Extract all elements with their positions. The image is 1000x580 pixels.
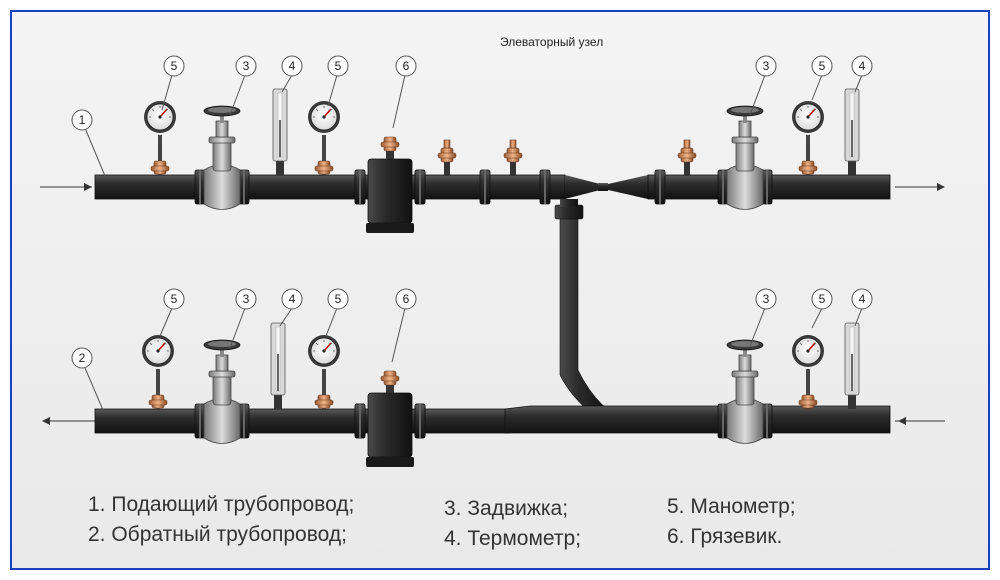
legend-item-thermometer: 4. Термометр; — [444, 527, 582, 550]
callout-manometer-t1: 5 — [163, 55, 185, 77]
legend-item-return-pipe: 2. Обратный трубопровод; — [88, 523, 347, 546]
callout-thermometer-t2: 4 — [851, 55, 873, 77]
callout-valve-b2: 3 — [755, 288, 777, 310]
svg-text:3: 3 — [243, 292, 250, 306]
legend-item-manometer: 5. Манометр; — [667, 495, 796, 518]
elevator-bridge-pipe — [554, 199, 609, 413]
svg-text:5: 5 — [819, 292, 826, 306]
svg-text:6: 6 — [403, 59, 410, 73]
callout-valve-t2: 3 — [755, 55, 777, 77]
svg-text:4: 4 — [859, 59, 866, 73]
svg-text:3: 3 — [763, 292, 770, 306]
callout-thermometer-b2: 4 — [851, 288, 873, 310]
supply-tap-1 — [437, 139, 457, 177]
supply-manometer-3 — [791, 100, 825, 176]
legend-item-supply-pipe: 1. Подающий трубопровод; — [88, 493, 355, 516]
callout-mud-trap-t: 6 — [395, 55, 417, 77]
return-manometer-3 — [791, 334, 825, 410]
return-thermometer-right — [844, 322, 860, 410]
callout-return-pipe: 2 — [71, 347, 93, 369]
supply-thermometer-right — [844, 88, 860, 176]
svg-text:5: 5 — [335, 59, 342, 73]
svg-text:3: 3 — [763, 59, 770, 73]
legend-col-3: 5. Манометр; 6. Грязевик. — [667, 492, 796, 552]
callout-mud-trap-b: 6 — [395, 288, 417, 310]
callout-leaders — [84, 74, 863, 411]
svg-text:6: 6 — [403, 292, 410, 306]
supply-pipeline — [40, 174, 945, 200]
svg-text:5: 5 — [819, 59, 826, 73]
legend-item-valve: 3. Задвижка; — [444, 497, 569, 520]
callout-manometer-b1: 5 — [163, 288, 185, 310]
supply-manometer-2 — [307, 100, 341, 176]
return-thermometer-left — [270, 322, 286, 410]
svg-text:5: 5 — [171, 59, 178, 73]
svg-text:4: 4 — [859, 292, 866, 306]
supply-manometer-1 — [143, 100, 177, 176]
supply-valve-left — [195, 106, 249, 210]
svg-text:3: 3 — [243, 59, 250, 73]
supply-thermometer-left — [272, 88, 288, 176]
diagram-title: Элеваторный узел — [500, 35, 604, 49]
supply-tap-2 — [503, 139, 523, 177]
supply-tap-3 — [677, 139, 697, 177]
svg-text:5: 5 — [335, 292, 342, 306]
svg-text:5: 5 — [171, 292, 178, 306]
callout-manometer-t3: 5 — [811, 55, 833, 77]
callout-thermometer-b1: 4 — [281, 288, 303, 310]
callout-valve-b1: 3 — [235, 288, 257, 310]
callout-manometer-b2: 5 — [327, 288, 349, 310]
legend-item-mud-trap: 6. Грязевик. — [667, 525, 783, 548]
legend-col-2: 3. Задвижка; 4. Термометр; — [444, 494, 581, 554]
svg-text:4: 4 — [289, 292, 296, 306]
callout-manometer-t2: 5 — [327, 55, 349, 77]
return-manometer-2 — [307, 334, 341, 410]
return-manometer-1 — [141, 334, 175, 410]
callout-thermometer-t1: 4 — [281, 55, 303, 77]
return-pipeline — [42, 405, 945, 434]
svg-text:1: 1 — [79, 113, 86, 127]
callout-manometer-b3: 5 — [811, 288, 833, 310]
svg-text:4: 4 — [289, 59, 296, 73]
legend-col-1: 1. Подающий трубопровод; 2. Обратный тру… — [88, 490, 354, 550]
return-valve-left — [195, 340, 249, 444]
svg-text:2: 2 — [79, 351, 86, 365]
supply-valve-right — [718, 106, 772, 210]
callout-supply-pipe: 1 — [71, 109, 93, 131]
callout-valve-t1: 3 — [235, 55, 257, 77]
return-valve-right — [718, 340, 772, 444]
